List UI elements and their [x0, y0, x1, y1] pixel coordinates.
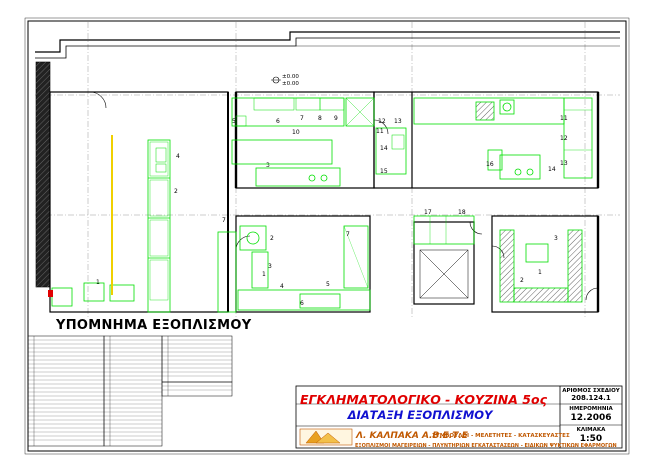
legend-title: ΥΠΟΜΝΗΜΑ ΕΞΟΠΛΙΣΜΟΥ — [56, 318, 252, 333]
stair-room — [419, 249, 469, 299]
legend-tables — [27, 335, 233, 447]
legend-rows — [28, 339, 232, 441]
lr-label-1: 1 — [538, 269, 542, 276]
store-label-1: 1 — [262, 271, 266, 278]
drawing-title: ΕΓΚΛΗΜΑΤΟΛΟΓΙΚΟ - ΚΟΥΖΙΝΑ 5ος — [300, 392, 547, 407]
room-1-label-4: 4 — [176, 153, 180, 160]
company-name: Λ. ΚΑΛΠΑΚΑ Α.Β.Ε.Τ.Ε — [356, 431, 468, 441]
store-label-7b: 7 — [346, 231, 350, 238]
scale-label: ΚΛΙΜΑΚΑ — [576, 427, 606, 433]
rk-label-14: 14 — [380, 145, 388, 152]
rk-label-13b: 13 — [560, 160, 568, 167]
drawing-date: 12.2006 — [570, 413, 612, 423]
room-1-label-10: 10 — [292, 129, 300, 136]
sheet-border — [27, 20, 627, 452]
store-room-equipment — [217, 225, 371, 313]
room-1-label-3: 3 — [266, 162, 270, 169]
drawing-scale: 1:50 — [579, 434, 603, 444]
lower-right-equipment — [413, 215, 583, 303]
room-1-label-5: 5 — [232, 118, 236, 125]
lr-label-3: 3 — [554, 235, 558, 242]
store-label-5: 5 — [326, 281, 330, 288]
room-1-label-1: 1 — [96, 279, 100, 286]
drawing-number: 208.124.1 — [571, 394, 611, 402]
store-label-7: 7 — [222, 217, 226, 224]
lr-label-2: 2 — [520, 277, 524, 284]
kitchen-equipment — [231, 97, 375, 187]
room-1-label-6: 6 — [276, 118, 280, 125]
store-label-4: 4 — [280, 283, 284, 290]
company-logo — [299, 428, 353, 446]
sheet-border-outer — [24, 17, 630, 455]
date-label: ΗΜΕΡΟΜΗΝΙΑ — [569, 406, 613, 412]
room-1-label-8: 8 — [318, 115, 322, 122]
title-block — [295, 385, 623, 449]
elevation-marker — [271, 76, 281, 84]
company-tagline: ΣΥΜΒΟΥΛΟΙ - ΜΕΛΕΤΗΤΕΣ - ΚΑΤΑΣΚΕΥΑΣΤΕΣ — [432, 433, 570, 439]
rk-label-13: 13 — [394, 118, 402, 125]
company-tagline-secondary: ΕΞΟΠΛΙΣΜΟΙ ΜΑΓΕΙΡΕΙΩΝ - ΠΛΥΝΤΗΡΙΩΝ ΕΓΚΑΤ… — [355, 443, 617, 449]
elevation-label-2: ±0.00 — [282, 81, 299, 87]
lr-label-17: 17 — [424, 209, 432, 216]
room-1-equipment — [51, 139, 171, 313]
elevation-label: ±0.00 — [282, 74, 299, 80]
lr-label-18: 18 — [458, 209, 466, 216]
rk-label-14b: 14 — [548, 166, 556, 173]
drawing-subtitle: ΔΙΑΤΑΞΗ ΕΞΟΠΛΙΣΜΟΥ — [347, 408, 493, 422]
store-label-2: 2 — [270, 235, 274, 242]
right-kitchen-equipment — [375, 97, 593, 180]
rk-label-12b: 12 — [560, 135, 568, 142]
rk-label-16: 16 — [486, 161, 494, 168]
rk-label-11: 11 — [376, 128, 384, 135]
store-label-6: 6 — [300, 300, 304, 307]
rk-label-11b: 11 — [560, 115, 568, 122]
room-1-label-9: 9 — [334, 115, 338, 122]
rk-label-15: 15 — [380, 168, 388, 175]
red-marker — [48, 290, 53, 297]
drawing-number-label: ΑΡΙΘΜΟΣ ΣΧΕΔΙΟΥ — [562, 388, 620, 394]
room-1-label-2: 2 — [174, 188, 178, 195]
room-1-label-7: 7 — [300, 115, 304, 122]
building-walls — [35, 31, 620, 313]
store-label-3: 3 — [268, 263, 272, 270]
rk-label-12: 12 — [378, 118, 386, 125]
